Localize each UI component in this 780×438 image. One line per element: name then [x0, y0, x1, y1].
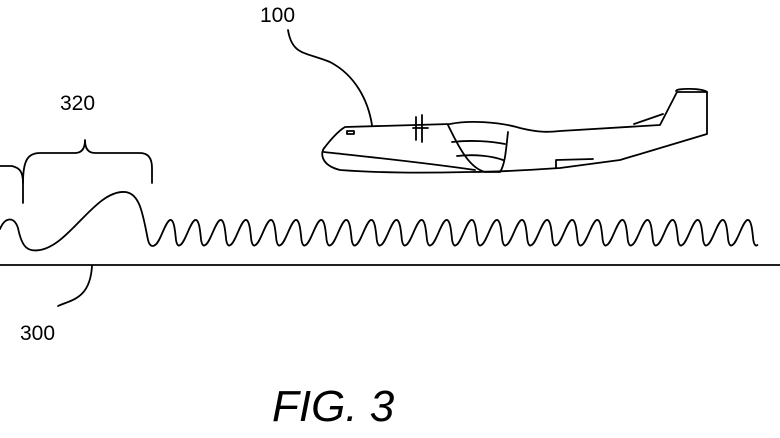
large-wave: [0, 191, 156, 252]
propeller-icon: [412, 114, 429, 143]
cockpit-window: [346, 130, 355, 135]
hull-line: [323, 151, 476, 171]
fuselage-icon: [321, 91, 708, 174]
left-bracket: [0, 165, 24, 204]
tail-fin-detail: [633, 87, 708, 125]
periodic-waves: [154, 219, 759, 247]
label-300: 300: [20, 322, 56, 345]
bracket-320: [22, 139, 153, 184]
engine-nacelle: [447, 124, 509, 173]
label-320: 320: [60, 92, 96, 115]
label-100: 100: [260, 4, 296, 27]
landing-gear-fairing: [555, 158, 594, 169]
nacelle-bands: [451, 140, 506, 161]
leader-300: [57, 265, 93, 307]
aircraft: [321, 87, 708, 174]
figure-caption: FIG. 3: [272, 382, 395, 431]
leader-100: [287, 29, 373, 126]
